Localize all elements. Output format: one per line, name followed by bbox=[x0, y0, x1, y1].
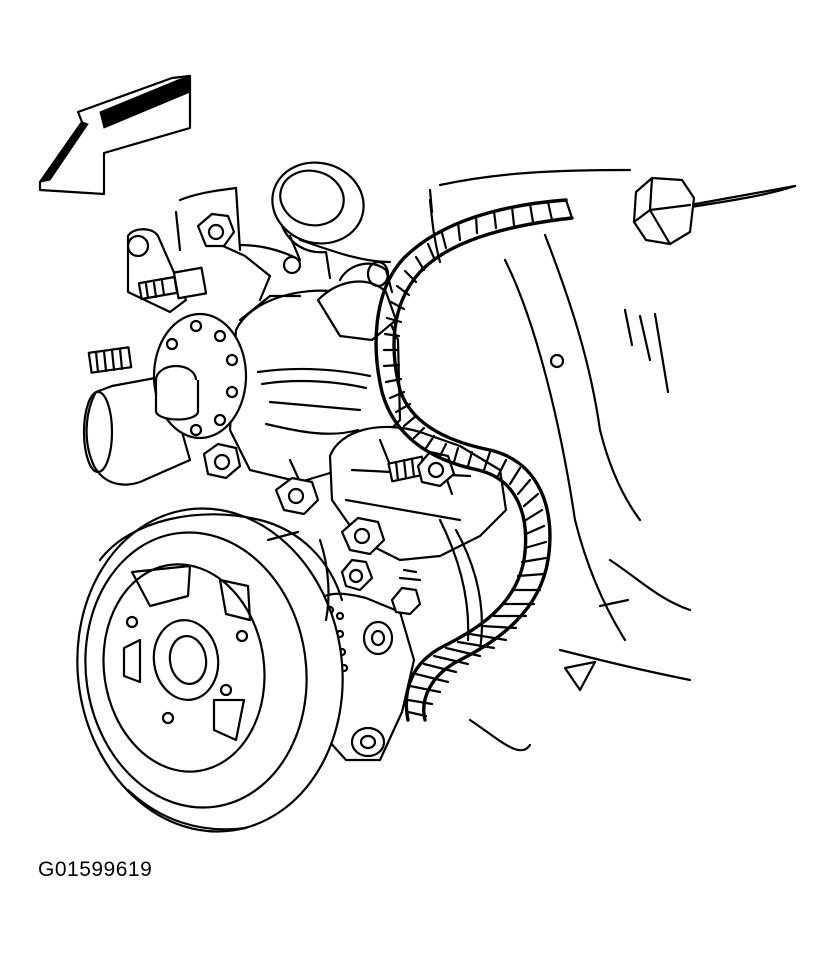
bolt-center bbox=[276, 478, 318, 514]
cover-edge bbox=[268, 520, 482, 650]
pump-pulley-flange bbox=[154, 314, 246, 438]
bolt-lower-center bbox=[342, 518, 384, 554]
arrow-left-icon bbox=[40, 76, 190, 194]
stud-left bbox=[89, 347, 131, 372]
bolt-upper bbox=[198, 214, 234, 246]
wiring-harness bbox=[376, 200, 572, 720]
bolt-lower-left bbox=[204, 444, 240, 478]
crankshaft-pulley bbox=[57, 491, 364, 849]
figure-code: G01599619 bbox=[38, 858, 153, 881]
timing-cover bbox=[176, 188, 440, 262]
engine-block bbox=[430, 170, 795, 750]
stud-upper bbox=[139, 268, 206, 299]
bolt-head bbox=[634, 178, 694, 244]
oil-filler-neck bbox=[263, 152, 373, 278]
